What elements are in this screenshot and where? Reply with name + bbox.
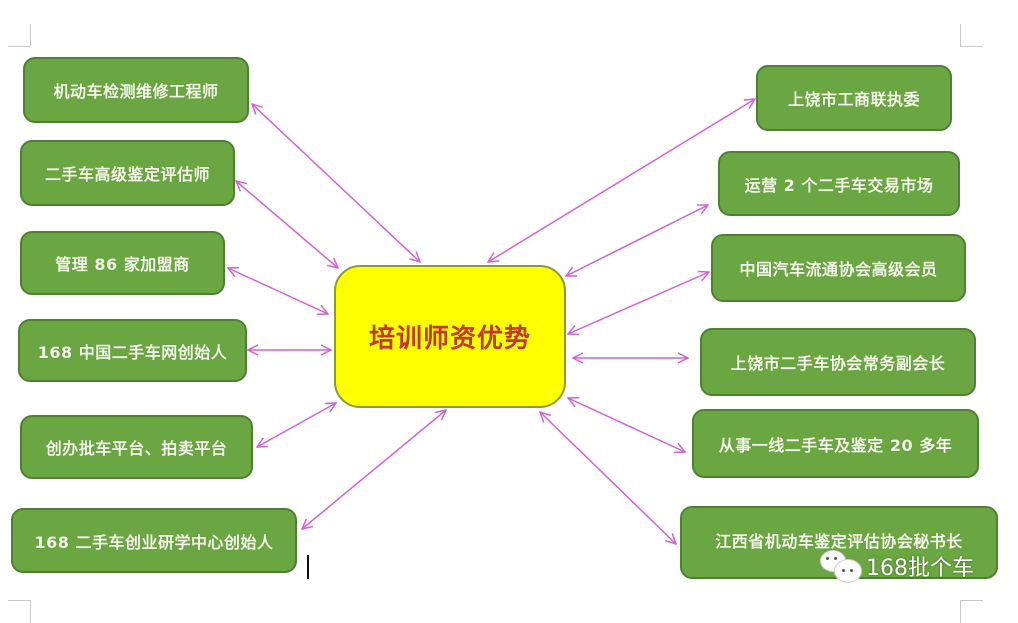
left-node-2: 二手车高级鉴定评估师 [20, 140, 235, 206]
node-label: 创办批车平台、拍卖平台 [45, 439, 228, 458]
arrow-right-6 [540, 412, 676, 544]
left-node-6: 168 二手车创业研学中心创始人 [11, 508, 297, 573]
node-label: 江西省机动车鉴定评估协会秘书长 [715, 532, 963, 551]
node-label: 运营 2 个二手车交易市场 [744, 175, 934, 195]
arrow-right-5 [568, 398, 685, 452]
text-cursor [307, 555, 309, 579]
right-node-2: 运营 2 个二手车交易市场 [718, 151, 960, 216]
arrow-left-1 [252, 104, 420, 262]
page-corner-mark [8, 24, 31, 47]
left-node-5: 创办批车平台、拍卖平台 [20, 415, 253, 479]
node-label: 上饶市工商联执委 [787, 90, 920, 109]
arrow-left-2 [236, 181, 338, 268]
arrow-right-3 [568, 272, 709, 334]
page-corner-mark [960, 24, 983, 47]
left-node-1: 机动车检测维修工程师 [23, 57, 249, 123]
node-label: 机动车检测维修工程师 [53, 82, 219, 101]
arrow-left-5 [257, 403, 336, 447]
node-label: 168 二手车创业研学中心创始人 [34, 532, 274, 552]
left-node-3: 管理 86 家加盟商 [20, 231, 225, 295]
watermark: 168批个车 [820, 550, 974, 583]
arrow-right-2 [566, 205, 708, 276]
right-node-3: 中国汽车流通协会高级会员 [711, 234, 966, 302]
arrow-left-6 [302, 410, 446, 529]
node-label: 中国汽车流通协会高级会员 [739, 260, 938, 279]
node-label: 168 中国二手车网创始人 [37, 342, 228, 362]
node-label: 从事一线二手车及鉴定 20 多年 [718, 435, 953, 455]
watermark-text: 168批个车 [866, 556, 974, 581]
node-label: 上饶市二手车协会常务副会长 [730, 354, 946, 373]
right-node-5: 从事一线二手车及鉴定 20 多年 [692, 409, 979, 478]
wechat-icon [820, 550, 862, 583]
arrow-right-1 [488, 99, 755, 262]
center-node-label: 培训师资优势 [368, 324, 531, 354]
left-node-4: 168 中国二手车网创始人 [18, 319, 247, 382]
arrow-left-3 [228, 268, 328, 314]
node-label: 管理 86 家加盟商 [55, 255, 190, 274]
right-node-1: 上饶市工商联执委 [756, 65, 952, 131]
center-node: 培训师资优势 [334, 265, 566, 408]
right-node-4: 上饶市二手车协会常务副会长 [700, 328, 976, 396]
node-label: 二手车高级鉴定评估师 [44, 165, 210, 184]
